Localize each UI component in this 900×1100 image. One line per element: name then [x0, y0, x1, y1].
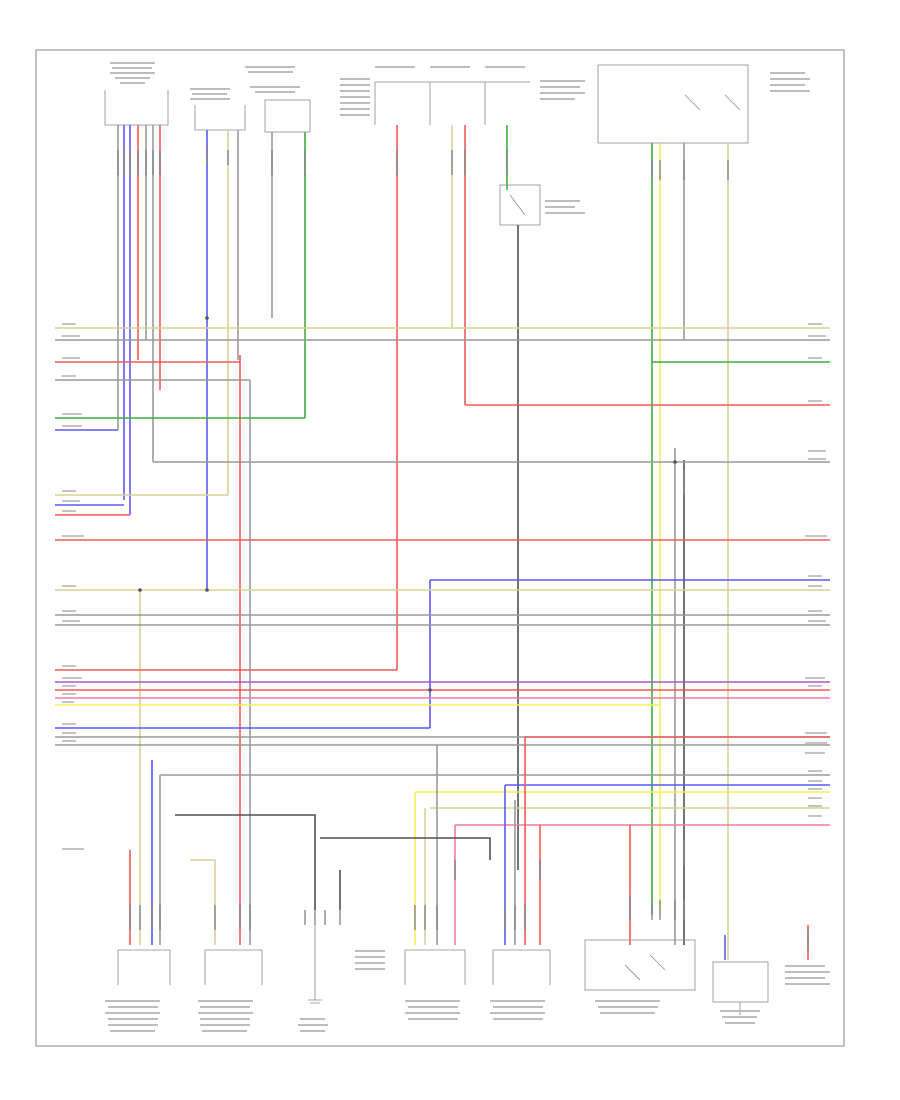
switch-box — [499, 184, 541, 226]
bottom-label-blocks — [105, 950, 830, 1032]
sensor-connector-2 — [204, 949, 263, 985]
connector-box-1 — [104, 90, 169, 126]
sensor-connector-3 — [404, 949, 466, 985]
bottom-drops — [129, 737, 809, 960]
junction-dots — [138, 316, 677, 692]
relay-contact — [684, 94, 741, 111]
fuel-pump-box — [712, 961, 769, 1003]
horizontal-wires — [55, 327, 830, 826]
vertical-wires — [117, 125, 729, 960]
connector-box-2 — [194, 105, 246, 131]
sensor-connector-4 — [492, 949, 551, 985]
pump-relay-box — [584, 939, 696, 991]
sensor-connector-1 — [117, 949, 171, 985]
edge-labels — [62, 323, 827, 850]
control-module-box — [264, 99, 311, 133]
fuse-panel-outline — [374, 81, 530, 125]
top-components — [104, 64, 749, 226]
ground-symbol — [308, 925, 322, 1004]
bottom-components — [117, 925, 769, 1015]
top-label-blocks — [110, 62, 810, 214]
pump-relay-contact — [624, 954, 666, 981]
diagram-frame — [35, 49, 845, 1047]
relay-box — [597, 64, 749, 144]
switch-contact — [509, 194, 526, 216]
wire-markers — [117, 150, 809, 950]
